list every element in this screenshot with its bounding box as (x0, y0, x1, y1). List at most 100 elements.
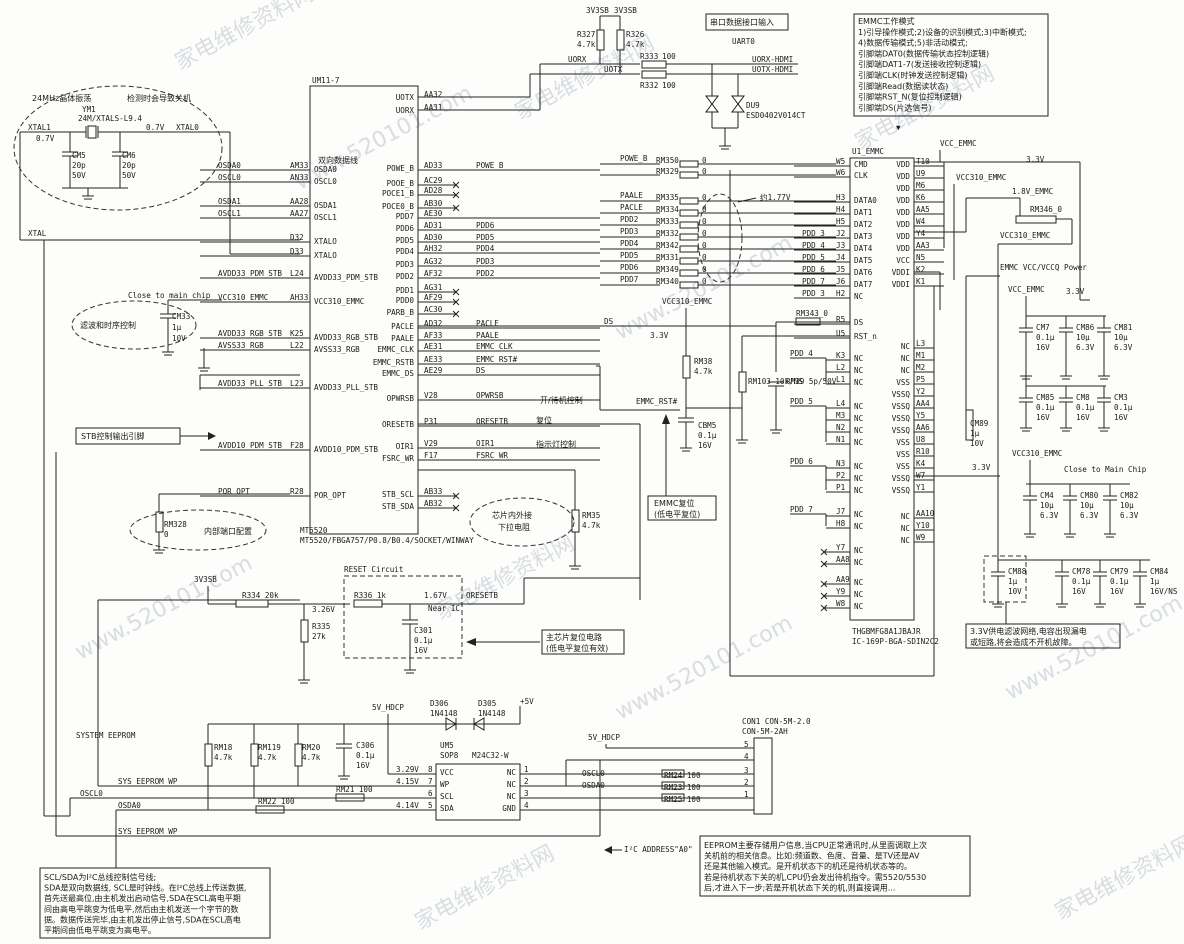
pin-number: 6 (428, 789, 433, 798)
pin-name: NC (854, 510, 863, 519)
watermark: 家电维修资料网 (171, 0, 319, 75)
res-value: 4.7k (214, 753, 233, 762)
pin-name: PDD3 (396, 260, 414, 269)
stb-note: STB控制输出引脚 (81, 431, 144, 441)
net-label: PDD7 (620, 275, 638, 284)
xtal0-label: XTAL0 (176, 123, 199, 132)
arrow-icon (466, 638, 476, 646)
bus-highlight (697, 193, 743, 283)
cap-value: 0.1μ (1114, 403, 1133, 412)
pin-number: AD28 (424, 186, 443, 195)
pin-name: CLK (854, 171, 868, 180)
pin-number: V28 (424, 391, 438, 400)
pin-number: AH32 (424, 244, 442, 253)
resistor-symbol (661, 781, 685, 790)
pin-name: NC (854, 378, 863, 387)
cap-ref: CM78 (1072, 567, 1091, 576)
pin-name: NC (901, 354, 910, 363)
res-ref: R327 (577, 30, 595, 39)
crystal-oscillator: 24MHz晶体振荡 检测时会导致关机 YM1 24M/XTALS-L9.4 XT… (13, 85, 300, 255)
watermark: 家电维修资料网 (1051, 831, 1184, 925)
cap-ref: CM8 (1076, 393, 1090, 402)
cap-ref: CM79 (1110, 567, 1129, 576)
res-ref: RM38 (694, 357, 713, 366)
net-label: DS (476, 366, 486, 375)
pin-number: AE29 (424, 366, 443, 375)
pin-name: PDD7 (396, 212, 414, 221)
res-ref: RM350 (656, 156, 679, 165)
pin-name: NC (901, 524, 910, 533)
reset-note: 主芯片复位电路 (546, 632, 602, 642)
diode-icon (731, 103, 745, 113)
resistor-symbol (661, 769, 685, 778)
pin-name: NC (854, 438, 863, 447)
pin-name: OSDA1 (314, 201, 337, 210)
pin-name: PACLE (391, 322, 414, 331)
note-line: 引脚端CLK(时钟发送控制逻辑) (858, 70, 968, 80)
note-line: 间由高电平跳变为低电平,然后由主机发送一个字节的数 (44, 904, 239, 914)
pin-name: NC (507, 768, 516, 777)
pin-number: 4 (524, 801, 529, 810)
cap-voltage: 50V (122, 171, 136, 180)
note-line: 引脚端DAT0(数据传输状态控制逻辑) (858, 48, 989, 58)
pin-name: VSSQ (892, 402, 911, 411)
net-label: PDD_7 (802, 277, 825, 286)
cap-value: 0.1μ (356, 751, 375, 760)
resistor-symbol (294, 743, 303, 767)
pin-number: U5 (836, 329, 845, 338)
pin-name: VSS (896, 378, 910, 387)
pin-name: NC (854, 578, 863, 587)
res-ref: R333 (640, 52, 658, 61)
ic-body (309, 85, 419, 535)
pin-name: OSDA0 (314, 165, 337, 174)
pin-name: UORX (396, 106, 415, 115)
crystal-label: 24MHz晶体振荡 (32, 93, 91, 103)
pin-name: PDD6 (396, 224, 415, 233)
cap-value: 1μ (970, 429, 980, 438)
power-title: EMMC VCC/VCCQ Power (1000, 263, 1087, 272)
net-label: OSDA0 (218, 161, 241, 170)
pin-name: AVDD33_RGB_STB (314, 333, 378, 342)
ic-package: MT5520/FBGA757/P0.8/B0.4/SOCKET/WINWAY (300, 536, 474, 545)
resistor-symbol (679, 221, 699, 229)
pullup-note: 下拉电阻 (498, 522, 530, 532)
ic-body (849, 157, 915, 621)
resistor-symbol (641, 60, 667, 69)
res-value: 0 (702, 167, 707, 176)
voltage-label: VCC310_EMMC (956, 173, 1006, 182)
cap-voltage: 6.3V (1040, 511, 1059, 520)
cap-value: 10μ (1076, 333, 1090, 342)
net-label: PDD3 (476, 257, 494, 266)
resistor-symbol (661, 793, 685, 802)
pin-name: NC (901, 366, 910, 375)
voltage-label: VCC310_EMMC (1000, 231, 1050, 240)
pin-name: DAT1 (854, 208, 873, 217)
crystal-highlight (13, 85, 223, 211)
net-label: OSDA0 (582, 781, 605, 790)
cap-ref: CM33 (172, 312, 190, 321)
crystal-part: 24M/XTALS-L9.4 (78, 114, 142, 123)
net-label: PDD6 (476, 221, 495, 230)
voltage-label: 3.3V (1026, 155, 1045, 164)
net-label: UORX-HDMI (752, 55, 793, 64)
pin-number: AA27 (290, 209, 308, 218)
voltage-label: VCC310_EMMC (1012, 449, 1062, 458)
diode-icon (731, 95, 745, 105)
pin-name: VSSQ (892, 414, 911, 423)
pin-name: PDD4 (396, 247, 415, 256)
pin-number: AG31 (424, 283, 443, 292)
pin-number: F28 (290, 441, 304, 450)
pin-name: PDD5 (396, 236, 414, 245)
pin-name: VCC (440, 768, 454, 777)
note-box (853, 13, 1049, 117)
tvs-ref: DU9 (746, 101, 760, 110)
pin-number: AD33 (424, 161, 442, 170)
voltage-label: 1.67V (424, 591, 447, 600)
resistor-symbol (353, 599, 383, 608)
